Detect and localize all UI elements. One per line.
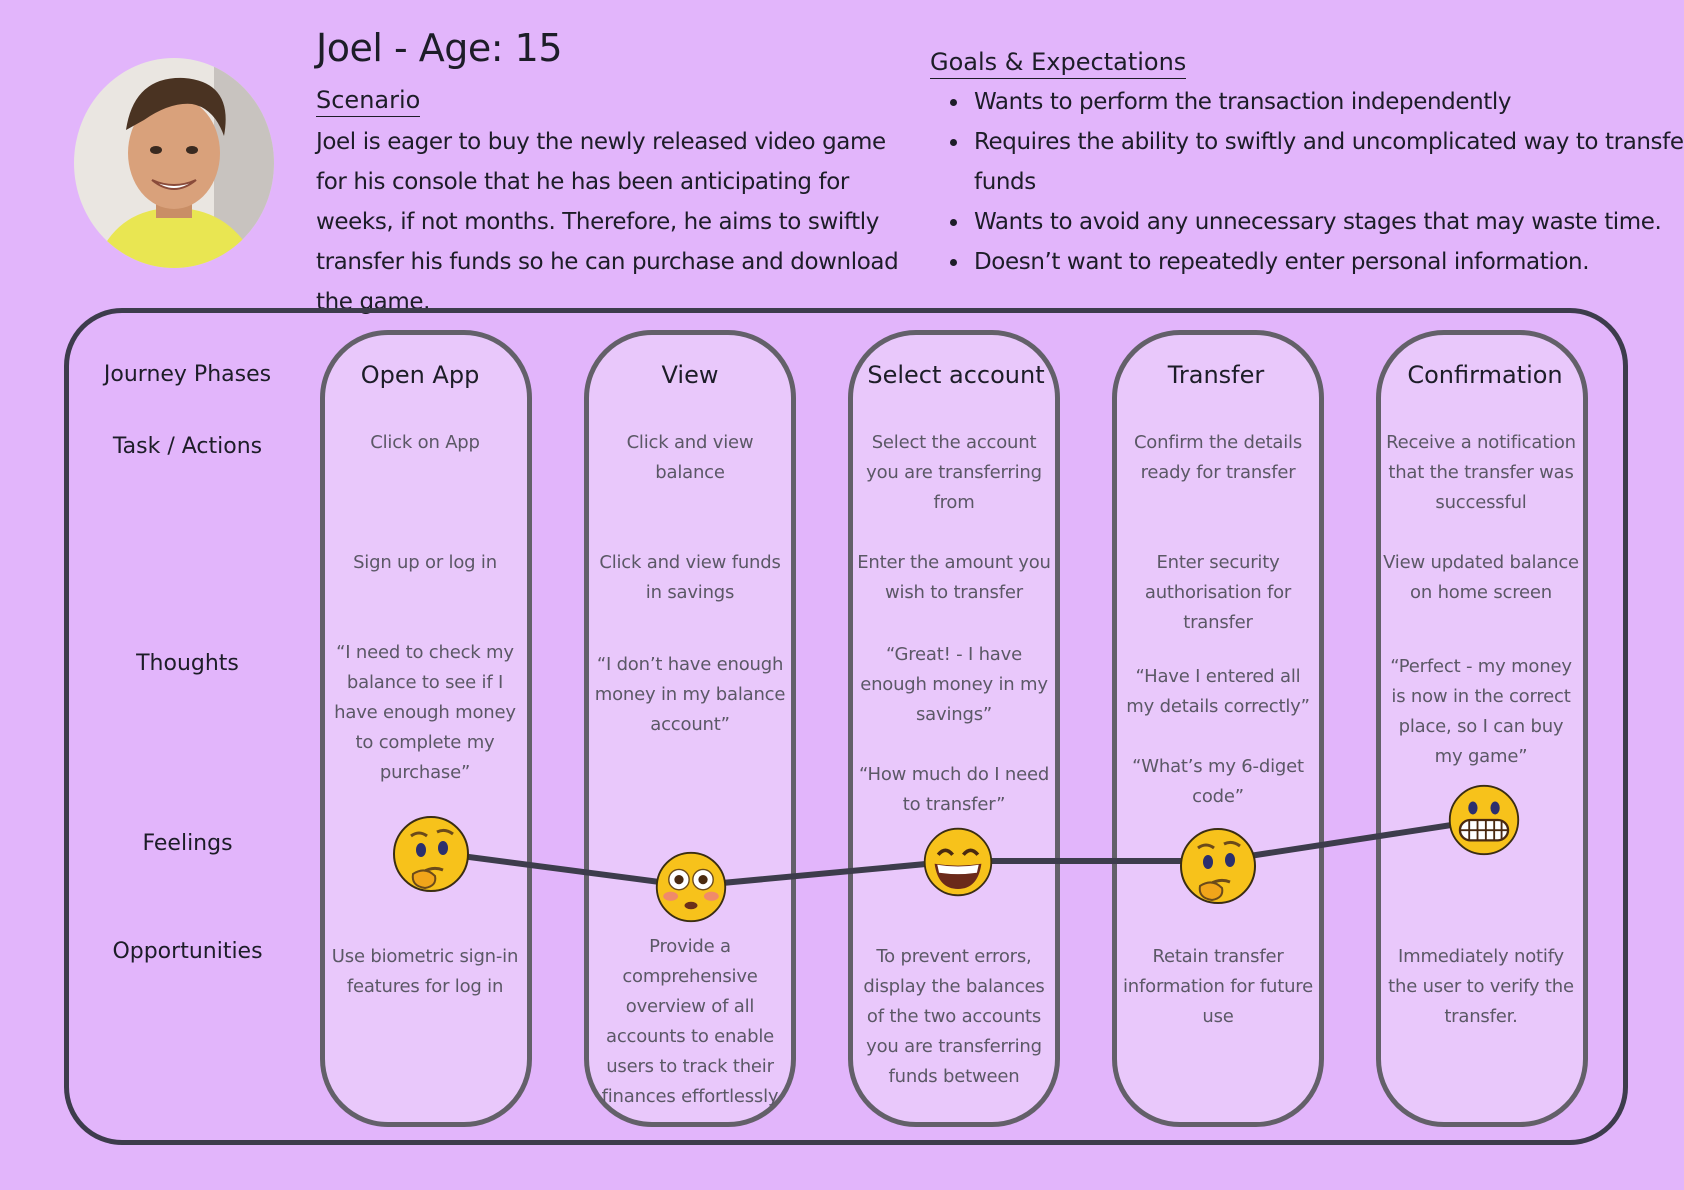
goal-item: Requires the ability to swiftly and unco…: [970, 122, 1684, 202]
task-cell: View updated balance on home screen: [1383, 552, 1579, 603]
phase-column-confirmation: [1376, 330, 1588, 1127]
persona-title: Joel - Age: 15: [316, 26, 563, 70]
phase-title: View: [661, 361, 719, 389]
thought-cell: “Perfect - my money is now in the correc…: [1390, 656, 1572, 767]
opportunity-cell: Use biometric sign-in features for log i…: [331, 946, 519, 997]
thinking-face-icon: [1180, 828, 1256, 904]
phase-title: Transfer: [1167, 361, 1265, 389]
thought-cell: “I don’t have enough money in my balance…: [594, 654, 786, 735]
task-cell: Enter security authorisation for transfe…: [1144, 552, 1292, 633]
task-cell: Click and view funds in savings: [599, 552, 781, 603]
row-label-tasks: Task / Actions: [112, 434, 263, 459]
thinking-face-icon: [393, 816, 469, 892]
task-cell: Enter the amount you wish to transfer: [857, 552, 1051, 603]
thought-cell: “I need to check my balance to see if I …: [334, 642, 516, 783]
opportunity-cell: Immediately notify the user to verify th…: [1388, 946, 1574, 1027]
opportunity-cell: Provide a comprehensive overview of all …: [601, 936, 779, 1107]
row-label-opportunities: Opportunities: [112, 939, 263, 964]
goal-item: Wants to avoid any unnecessary stages th…: [970, 202, 1684, 242]
thought-cell: “Great! - I have enough money in my savi…: [860, 644, 1048, 725]
thought-cell: “What’s my 6-diget code”: [1132, 756, 1304, 807]
phase-title: Confirmation: [1407, 361, 1563, 389]
grinning-face-icon: [923, 827, 993, 897]
thought-cell: “Have I entered all my details correctly…: [1126, 666, 1310, 717]
phase-title: Select account: [867, 361, 1045, 389]
goals-list: Wants to perform the transaction indepen…: [940, 82, 1684, 282]
task-cell: Select the account you are transferring …: [866, 432, 1042, 513]
task-cell: Receive a notification that the transfer…: [1386, 432, 1576, 513]
grimacing-face-icon: [1448, 784, 1520, 856]
row-label-feelings: Feelings: [142, 831, 233, 856]
opportunity-cell: To prevent errors, display the balances …: [863, 946, 1045, 1087]
task-cell: Confirm the details ready for transfer: [1133, 432, 1303, 483]
task-cell: Sign up or log in: [353, 552, 497, 573]
task-cell: Click and view balance: [626, 432, 754, 483]
goal-item: Wants to perform the transaction indepen…: [970, 82, 1684, 122]
goals-heading: Goals & Expectations: [930, 48, 1187, 79]
thought-cell: “How much do I need to transfer”: [858, 764, 1050, 815]
flushed-face-icon: [655, 851, 727, 923]
row-label-thoughts: Thoughts: [136, 651, 239, 676]
phase-column-view: [584, 330, 796, 1127]
phase-column-transfer: [1112, 330, 1324, 1127]
phase-column-open-app: [320, 330, 532, 1127]
goal-item: Doesn’t want to repeatedly enter persona…: [970, 242, 1684, 282]
journey-map-frame: [64, 308, 1628, 1145]
scenario-heading: Scenario: [316, 86, 421, 117]
opportunity-cell: Retain transfer information for future u…: [1123, 946, 1313, 1027]
phase-column-select-account: [848, 330, 1060, 1127]
phase-title: Open App: [360, 361, 480, 389]
scenario-text: Joel is eager to buy the newly released …: [316, 129, 899, 315]
row-label-journey-phases: Journey Phases: [103, 362, 272, 387]
task-cell: Click on App: [370, 432, 480, 453]
